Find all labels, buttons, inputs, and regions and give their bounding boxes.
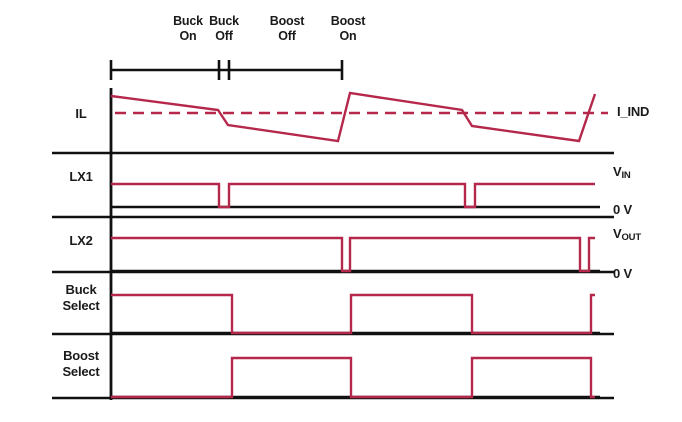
- marker-label-boost-on-line1: Boost: [330, 14, 366, 28]
- right-label-i-ind-text: I_IND: [617, 104, 650, 119]
- row-label-buck-select: Buck Select: [52, 282, 110, 314]
- marker-label-buck-on-line1: Buck: [173, 14, 203, 28]
- right-label-i-ind: I_IND: [617, 104, 649, 119]
- marker-label-buck-off-line1: Buck: [209, 14, 239, 28]
- waveform-lx2: [111, 236, 595, 273]
- row-baselines: [111, 205, 600, 399]
- waveform-buck-select: [111, 293, 595, 335]
- row-label-boost-select-line2: Select: [62, 364, 100, 379]
- right-label-v-in-sub: IN: [621, 170, 631, 181]
- marker-label-buck-off: Buck Off: [197, 14, 251, 44]
- marker-label-buck-off-line2: Off: [215, 29, 233, 43]
- row-label-il: IL: [52, 106, 110, 122]
- right-label-zero-v-1: 0 V: [613, 202, 632, 217]
- right-label-zero-v-2-text: 0 V: [613, 266, 632, 281]
- row-label-boost-select-line1: Boost: [63, 348, 99, 363]
- marker-label-boost-on-line2: On: [339, 29, 357, 43]
- marker-label-boost-on: Boost On: [319, 14, 377, 44]
- right-label-v-out-sub: OUT: [621, 232, 641, 243]
- row-label-lx1-line1: LX1: [69, 169, 93, 184]
- right-label-zero-v-1-text: 0 V: [613, 202, 632, 217]
- waveform-lx1: [111, 182, 595, 209]
- row-label-lx1: LX1: [52, 169, 110, 185]
- waveform-boost-select: [111, 356, 595, 399]
- right-label-v-in-text: V: [613, 164, 622, 179]
- right-label-v-out: VOUT: [613, 226, 641, 243]
- marker-label-buck-on-line2: On: [179, 29, 197, 43]
- row-label-il-line1: IL: [75, 106, 87, 121]
- row-label-buck-select-line1: Buck: [65, 282, 97, 297]
- timeline-ruler: [109, 60, 344, 80]
- row-label-boost-select: Boost Select: [52, 348, 110, 380]
- right-label-v-out-text: V: [613, 226, 622, 241]
- marker-label-boost-off-line2: Off: [278, 29, 296, 43]
- row-label-buck-select-line2: Select: [62, 298, 100, 313]
- waveform-il: [110, 91, 597, 143]
- row-label-lx2-line1: LX2: [69, 233, 93, 248]
- row-separators: [52, 151, 614, 400]
- row-label-lx2: LX2: [52, 233, 110, 249]
- right-label-zero-v-2: 0 V: [613, 266, 632, 281]
- marker-label-boost-off-line1: Boost: [269, 14, 305, 28]
- right-label-v-in: VIN: [613, 164, 631, 181]
- marker-label-buck-on: Buck On: [161, 14, 215, 44]
- marker-label-boost-off: Boost Off: [258, 14, 316, 44]
